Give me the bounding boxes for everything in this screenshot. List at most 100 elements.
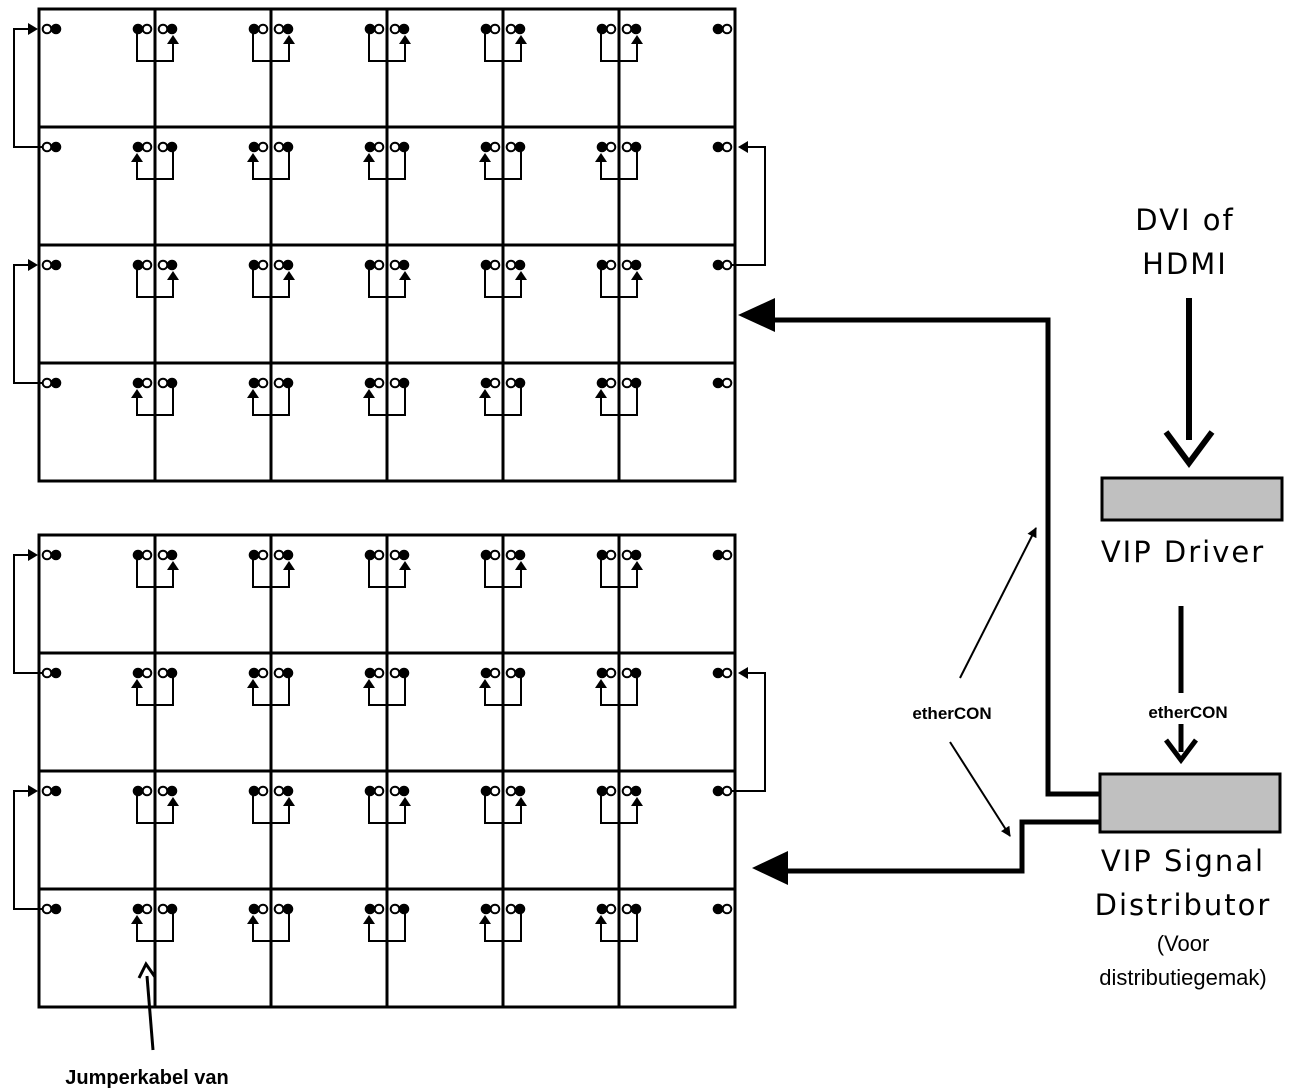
jumper-arrow: [283, 797, 295, 806]
panel-port-out: [373, 259, 385, 271]
jumper-arrow: [247, 679, 259, 688]
jumper-arrow: [479, 679, 491, 688]
panel-port-in: [166, 141, 178, 153]
jumper-cable: [252, 269, 290, 298]
panel-port-in: [398, 667, 410, 679]
panel-port-in: [398, 377, 410, 389]
row-link-cable-left: [13, 28, 43, 148]
jumper-arrow: [515, 797, 527, 806]
panel-port-out: [505, 377, 517, 389]
row-link-cable-left: [13, 790, 43, 910]
panel-port-out: [721, 549, 733, 561]
panel-port-in: [480, 549, 492, 561]
panel-port-out: [389, 549, 401, 561]
jumper-cable: [368, 151, 406, 180]
panel-port-in: [50, 903, 62, 915]
ethercon-pointer-down: [949, 741, 1011, 837]
jumper-cable: [252, 795, 290, 824]
jumper-cable: [600, 559, 638, 588]
jumper-cable: [484, 387, 522, 416]
panel-port-in: [630, 785, 642, 797]
panel-port-out: [721, 903, 733, 915]
panel-port-out: [605, 667, 617, 679]
jumper-arrow: [247, 389, 259, 398]
panel-port-out: [41, 785, 53, 797]
panel-port-in: [50, 785, 62, 797]
panel-port-in: [248, 259, 260, 271]
jumper-cable: [136, 33, 174, 62]
vip-driver-label: VIP Driver: [1101, 535, 1265, 569]
jumper-arrow: [131, 679, 143, 688]
row-link-cable-right: [731, 146, 766, 266]
panel-port-out: [273, 141, 285, 153]
jumper-arrow: [479, 153, 491, 162]
panel-port-in: [248, 377, 260, 389]
jumper-cable: [368, 387, 406, 416]
jumper-cable: [136, 387, 174, 416]
panel-port-in: [364, 903, 376, 915]
panel-port-out: [257, 667, 269, 679]
panel-port-out: [373, 667, 385, 679]
panel-port-in: [712, 377, 724, 389]
panel-port-in: [398, 549, 410, 561]
panel-port-out: [505, 667, 517, 679]
panel-port-out: [389, 259, 401, 271]
panel-port-out: [157, 377, 169, 389]
jumper-arrow: [399, 561, 411, 570]
jumper-arrow: [399, 797, 411, 806]
jumper-arrow: [631, 35, 643, 44]
jumper-cable: [600, 269, 638, 298]
panel-port-out: [41, 259, 53, 271]
cable-to-bottom-wall: [752, 819, 1100, 885]
panel-port-out: [141, 903, 153, 915]
panel-port-in: [712, 903, 724, 915]
panel-port-in: [132, 377, 144, 389]
jumper-cable: [368, 33, 406, 62]
panel-port-in: [364, 667, 376, 679]
row-link-cable-right: [731, 672, 766, 792]
jumper-arrow: [283, 271, 295, 280]
panel-port-in: [480, 377, 492, 389]
jumper-cable: [252, 151, 290, 180]
panel-port-out: [489, 23, 501, 35]
panel-port-out: [505, 23, 517, 35]
panel-port-in: [398, 903, 410, 915]
ethercon-label-left: etherCON: [912, 704, 991, 723]
jumper-arrow: [167, 271, 179, 280]
panel-port-in: [630, 903, 642, 915]
jumper-cable: [600, 33, 638, 62]
panel-port-out: [389, 785, 401, 797]
panel-port-out: [257, 259, 269, 271]
panel-port-out: [373, 785, 385, 797]
panel-port-out: [505, 549, 517, 561]
panel-port-in: [596, 785, 608, 797]
panel-port-out: [41, 903, 53, 915]
panel-port-in: [596, 141, 608, 153]
panel-port-out: [489, 667, 501, 679]
jumper-cable: [368, 269, 406, 298]
jumper-arrow: [631, 797, 643, 806]
jumper-cable: [252, 387, 290, 416]
jumper-arrow: [283, 35, 295, 44]
panel-port-out: [41, 377, 53, 389]
panel-port-in: [514, 785, 526, 797]
jumper-pointer-arrow: [137, 961, 157, 1051]
panel-port-in: [132, 23, 144, 35]
panel-port-in: [712, 549, 724, 561]
panel-port-out: [621, 259, 633, 271]
panel-port-out: [257, 785, 269, 797]
jumper-arrow: [363, 915, 375, 924]
panel-port-out: [621, 667, 633, 679]
jumper-arrow: [595, 389, 607, 398]
cable-to-top-wall: [738, 298, 1100, 797]
panel-port-in: [50, 23, 62, 35]
panel-port-in: [480, 23, 492, 35]
jumper-cable: [484, 795, 522, 824]
panel-port-in: [596, 23, 608, 35]
panel-port-in: [398, 141, 410, 153]
panel-port-in: [514, 549, 526, 561]
row-link-arrow-left: [28, 23, 38, 35]
panel-port-in: [480, 785, 492, 797]
panel-port-in: [50, 377, 62, 389]
panel-port-in: [248, 23, 260, 35]
